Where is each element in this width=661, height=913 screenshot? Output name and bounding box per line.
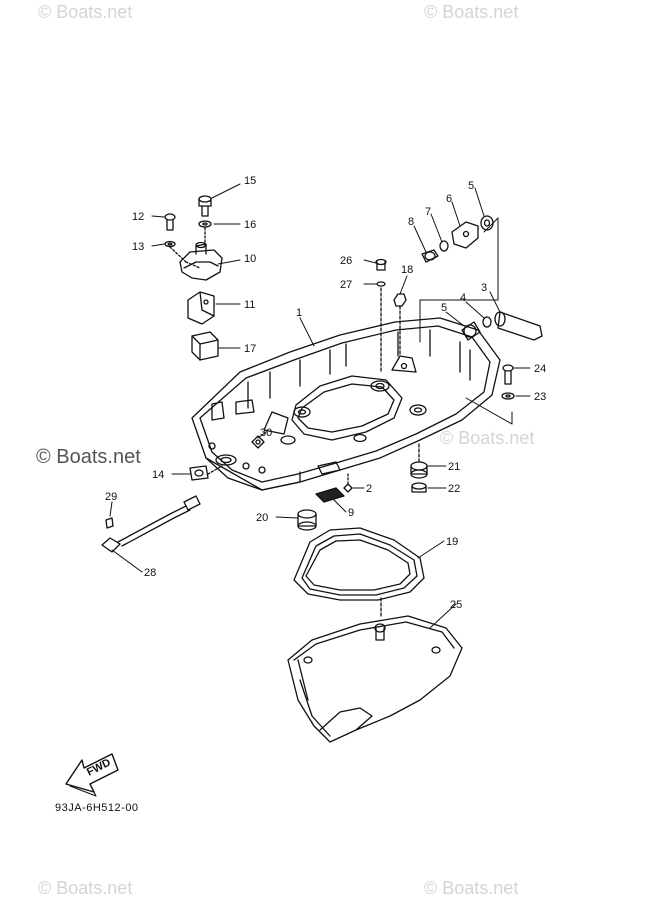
- callout-12: 12: [132, 211, 144, 223]
- watermark-top-right: © Boats.net: [424, 2, 519, 22]
- part-4-washer: [482, 316, 492, 328]
- watermark-top-left: © Boats.net: [38, 2, 133, 22]
- part-11-clip: [187, 291, 215, 325]
- part-23-washer: [501, 392, 515, 400]
- leader-lines: [109, 183, 531, 629]
- part-30-clip: [251, 435, 265, 449]
- callout-26: 26: [340, 255, 352, 267]
- bottom-cowling-part: [191, 317, 501, 491]
- part-6-lever-bracket: [451, 221, 479, 249]
- part-20-grommet: [297, 509, 317, 531]
- callout-5-upper: 5: [468, 180, 474, 192]
- fwd-arrow-icon: [65, 753, 119, 797]
- callout-2: 2: [366, 483, 372, 495]
- callout-18: 18: [401, 264, 413, 276]
- watermark-bottom-left: © Boats.net: [38, 878, 133, 898]
- part-24-bolt: [502, 364, 514, 385]
- callout-21: 21: [448, 461, 460, 473]
- callout-24: 24: [534, 363, 546, 375]
- callout-29: 29: [105, 491, 117, 503]
- watermark-middle-right: © Boats.net: [440, 428, 535, 448]
- part-22-collar: [411, 482, 427, 493]
- callout-14: 14: [152, 469, 164, 481]
- part-29-tag: [105, 517, 114, 529]
- callout-8: 8: [408, 216, 414, 228]
- callout-5-lower: 5: [441, 302, 447, 314]
- part-9-plate: [315, 487, 345, 503]
- part-12-screw: [164, 213, 176, 231]
- part-8-bolt: [421, 249, 439, 263]
- part-2-screw: [343, 473, 353, 493]
- callout-10: 10: [244, 253, 256, 265]
- callout-13: 13: [132, 241, 144, 253]
- callout-4: 4: [460, 292, 466, 304]
- part-14-grommet: [189, 465, 209, 481]
- part-26-bolt: [375, 258, 387, 271]
- callout-11: 11: [244, 299, 255, 311]
- callout-22: 22: [448, 483, 460, 495]
- part-15-bolt: [198, 195, 212, 217]
- watermark-middle-left: © Boats.net: [36, 446, 141, 468]
- part-16-washer: [198, 220, 212, 228]
- part-28-hose-fitting: [101, 495, 201, 553]
- callout-17: 17: [244, 343, 256, 355]
- callout-23: 23: [534, 391, 546, 403]
- diagram-code: 93JA-6H512-00: [55, 802, 139, 814]
- callout-3: 3: [481, 282, 487, 294]
- part-27-washer: [376, 281, 386, 287]
- part-18-nut: [393, 293, 407, 355]
- callout-25: 25: [450, 599, 462, 611]
- callout-labels: 1 2 3 4 5 5 6 7 8 9 10 11 12 13 14 15 16…: [105, 175, 546, 611]
- callout-28: 28: [144, 567, 156, 579]
- callout-15: 15: [244, 175, 256, 187]
- callout-30: 30: [260, 427, 272, 439]
- part-7-washer: [439, 240, 449, 252]
- callout-6: 6: [446, 193, 452, 205]
- part-13-washer: [164, 240, 176, 248]
- part-10-bracket: [179, 241, 223, 281]
- part-3-lever: [494, 311, 543, 341]
- callout-7: 7: [425, 206, 431, 218]
- callout-27: 27: [340, 279, 352, 291]
- part-25-cover: [287, 615, 463, 743]
- watermark-bottom-right: © Boats.net: [424, 878, 519, 898]
- part-17-pad: [191, 331, 219, 361]
- callout-16: 16: [244, 219, 256, 231]
- part-5-bushing-upper: [480, 215, 494, 231]
- part-5-bushing-lower: [461, 321, 481, 341]
- callout-19: 19: [446, 536, 458, 548]
- callout-1: 1: [296, 307, 302, 319]
- part-19-gasket: [293, 527, 425, 601]
- part-21-grommet: [410, 461, 428, 479]
- callout-20: 20: [256, 512, 268, 524]
- callout-9: 9: [348, 507, 354, 519]
